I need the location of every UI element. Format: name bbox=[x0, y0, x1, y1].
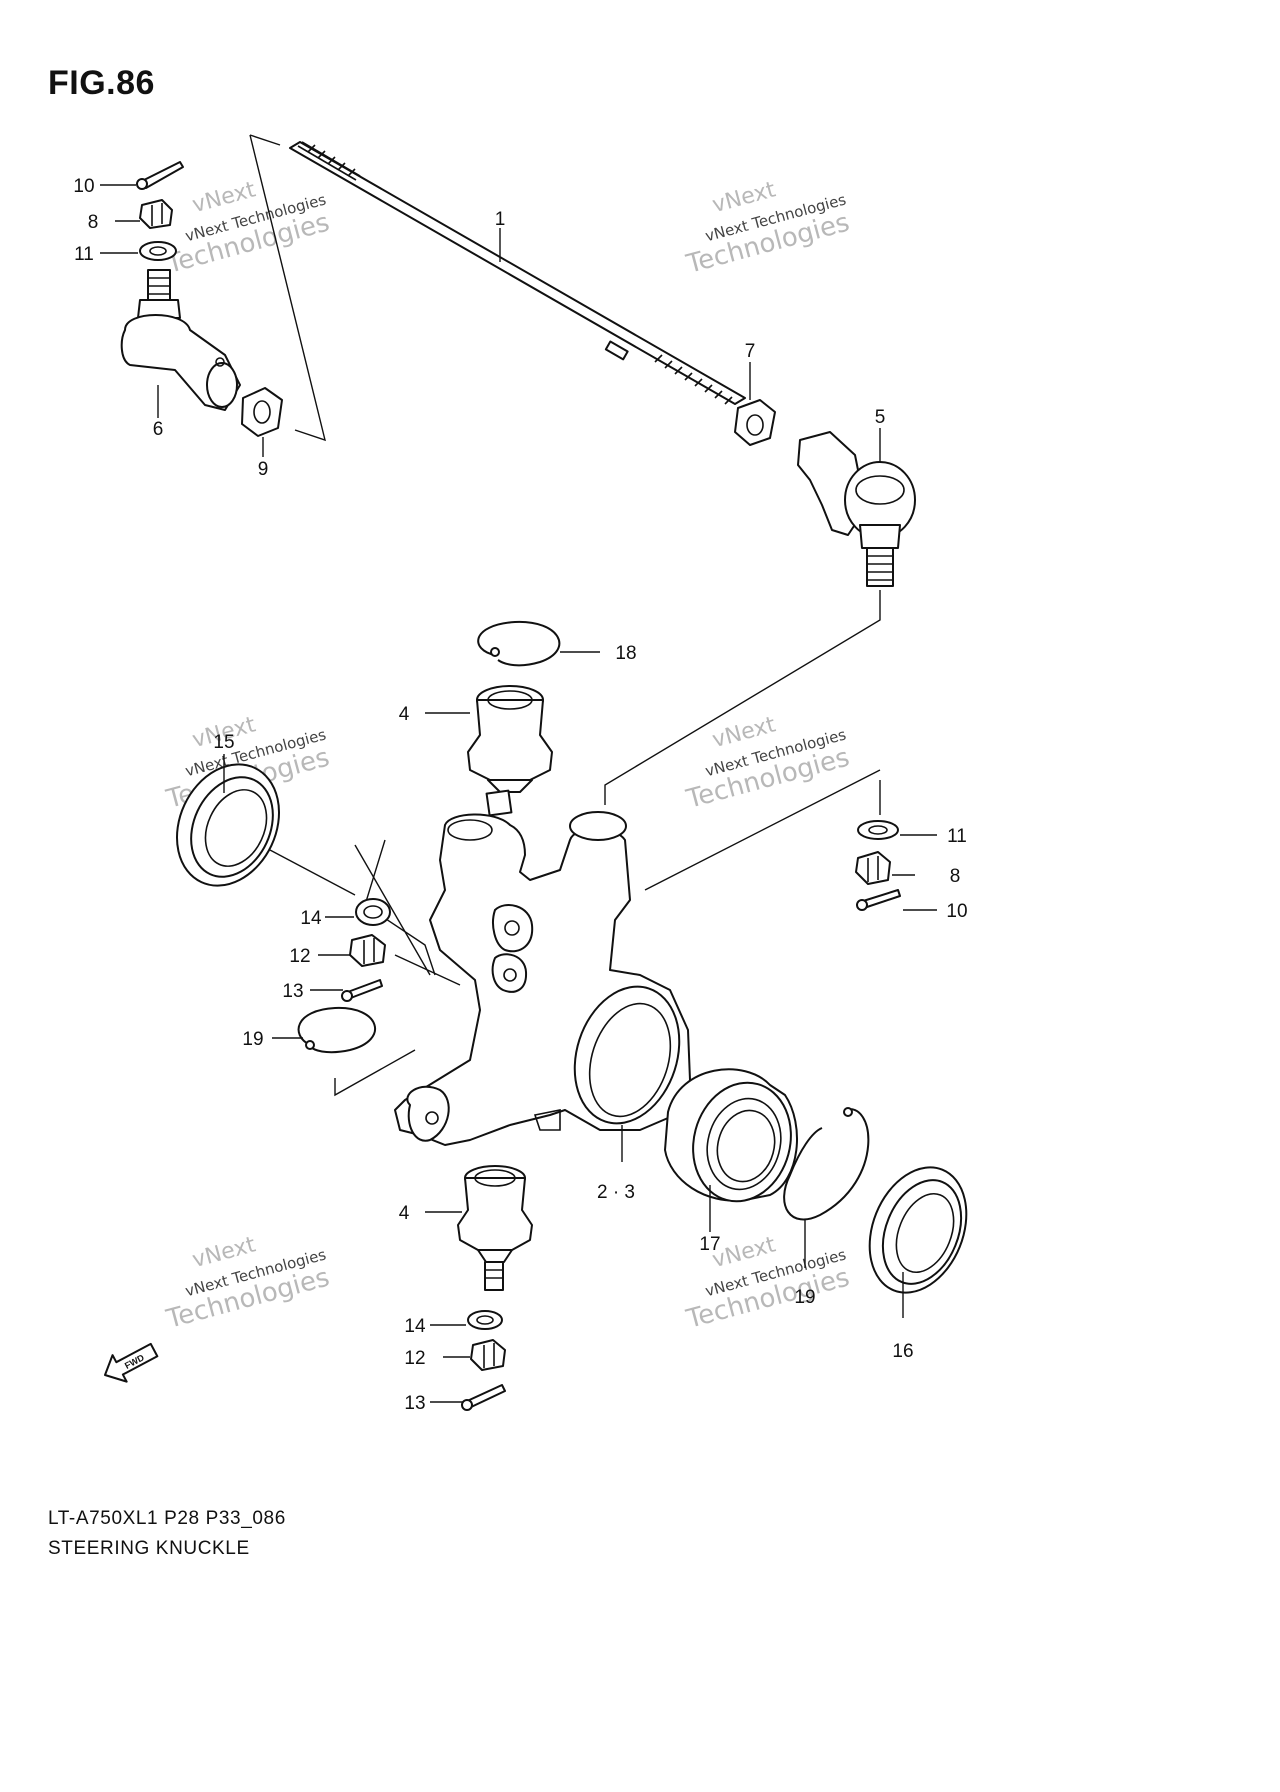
washer-14-lower bbox=[467, 1310, 503, 1330]
callout-11-top: 11 bbox=[74, 244, 94, 265]
circlip-19-upper bbox=[297, 1006, 377, 1054]
tie-rod bbox=[289, 141, 746, 405]
callout-4-lower: 4 bbox=[399, 1203, 410, 1224]
watermark-top-left: vNext vNext Technologies Technologies bbox=[163, 177, 333, 280]
callout-19-upper: 19 bbox=[242, 1029, 263, 1050]
callout-labels: 1 2 · 3 4 4 5 6 7 8 8 9 10 10 11 11 12 1… bbox=[73, 176, 967, 1414]
castle-nut-12-lower bbox=[470, 1339, 506, 1371]
cotter-pin-10-top bbox=[136, 161, 184, 190]
diagram-name: STEERING KNUCKLE bbox=[48, 1538, 250, 1559]
model-code: LT-A750XL1 P28 P33_086 bbox=[48, 1508, 286, 1529]
watermark-bottom-left: vNext vNext Technologies Technologies bbox=[163, 1232, 333, 1335]
ball-joint-lower bbox=[457, 1165, 533, 1291]
steering-knuckle bbox=[394, 811, 691, 1146]
castle-nut-12-upper bbox=[349, 934, 386, 967]
callout-12-lower: 12 bbox=[404, 1348, 425, 1369]
circlip-18 bbox=[477, 620, 561, 667]
nut-9 bbox=[241, 387, 283, 437]
assembly-guide-lines bbox=[249, 134, 881, 1097]
callout-17: 17 bbox=[699, 1234, 720, 1255]
callout-13-lower: 13 bbox=[404, 1393, 425, 1414]
cotter-pin-10-right bbox=[856, 889, 901, 911]
forward-arrow-icon: FWD bbox=[104, 1342, 159, 1383]
castle-nut-8-right bbox=[855, 851, 891, 885]
callout-7: 7 bbox=[745, 341, 756, 362]
cotter-pin-13-lower bbox=[461, 1384, 506, 1411]
washer-11-top bbox=[139, 241, 177, 261]
ball-joint-upper bbox=[467, 685, 553, 817]
callout-14-lower: 14 bbox=[404, 1316, 426, 1337]
washer-14-upper bbox=[355, 898, 391, 926]
callout-14-upper: 14 bbox=[300, 908, 322, 929]
callout-19-lower: 19 bbox=[794, 1287, 815, 1308]
figure-title: FIG.86 bbox=[48, 64, 155, 102]
callout-11-right: 11 bbox=[947, 826, 967, 847]
cotter-pin-13-upper bbox=[341, 979, 383, 1002]
watermark-top-right: vNext vNext Technologies Technologies bbox=[683, 177, 853, 280]
callout-16: 16 bbox=[892, 1341, 913, 1362]
callout-12-upper: 12 bbox=[289, 946, 310, 967]
tie-rod-end-right bbox=[797, 431, 916, 587]
circlip-19-lower bbox=[783, 1107, 870, 1221]
watermark-bottom-right: vNext vNext Technologies Technologies bbox=[683, 1232, 853, 1335]
nut-7 bbox=[734, 399, 776, 446]
washer-11-right bbox=[857, 820, 899, 840]
callout-1: 1 bbox=[495, 209, 506, 230]
callout-4-upper: 4 bbox=[399, 704, 410, 725]
callout-leaders bbox=[100, 184, 937, 1403]
callout-8-top: 8 bbox=[88, 212, 99, 233]
tie-rod-end-left bbox=[120, 269, 241, 411]
callout-2-3: 2 · 3 bbox=[597, 1182, 635, 1203]
callout-15: 15 bbox=[213, 732, 234, 753]
castle-nut-8-top bbox=[139, 199, 173, 229]
callout-5: 5 bbox=[875, 407, 886, 428]
callout-18: 18 bbox=[615, 643, 636, 664]
wheel-bearing bbox=[664, 1068, 798, 1203]
callout-10-right: 10 bbox=[946, 901, 967, 922]
oil-seal-15 bbox=[175, 763, 281, 887]
callout-9: 9 bbox=[258, 459, 269, 480]
callout-8-right: 8 bbox=[950, 866, 961, 887]
oil-seal-16 bbox=[868, 1166, 968, 1294]
callout-6: 6 bbox=[153, 419, 164, 440]
callout-13-upper: 13 bbox=[282, 981, 303, 1002]
callout-10-top: 10 bbox=[73, 176, 94, 197]
